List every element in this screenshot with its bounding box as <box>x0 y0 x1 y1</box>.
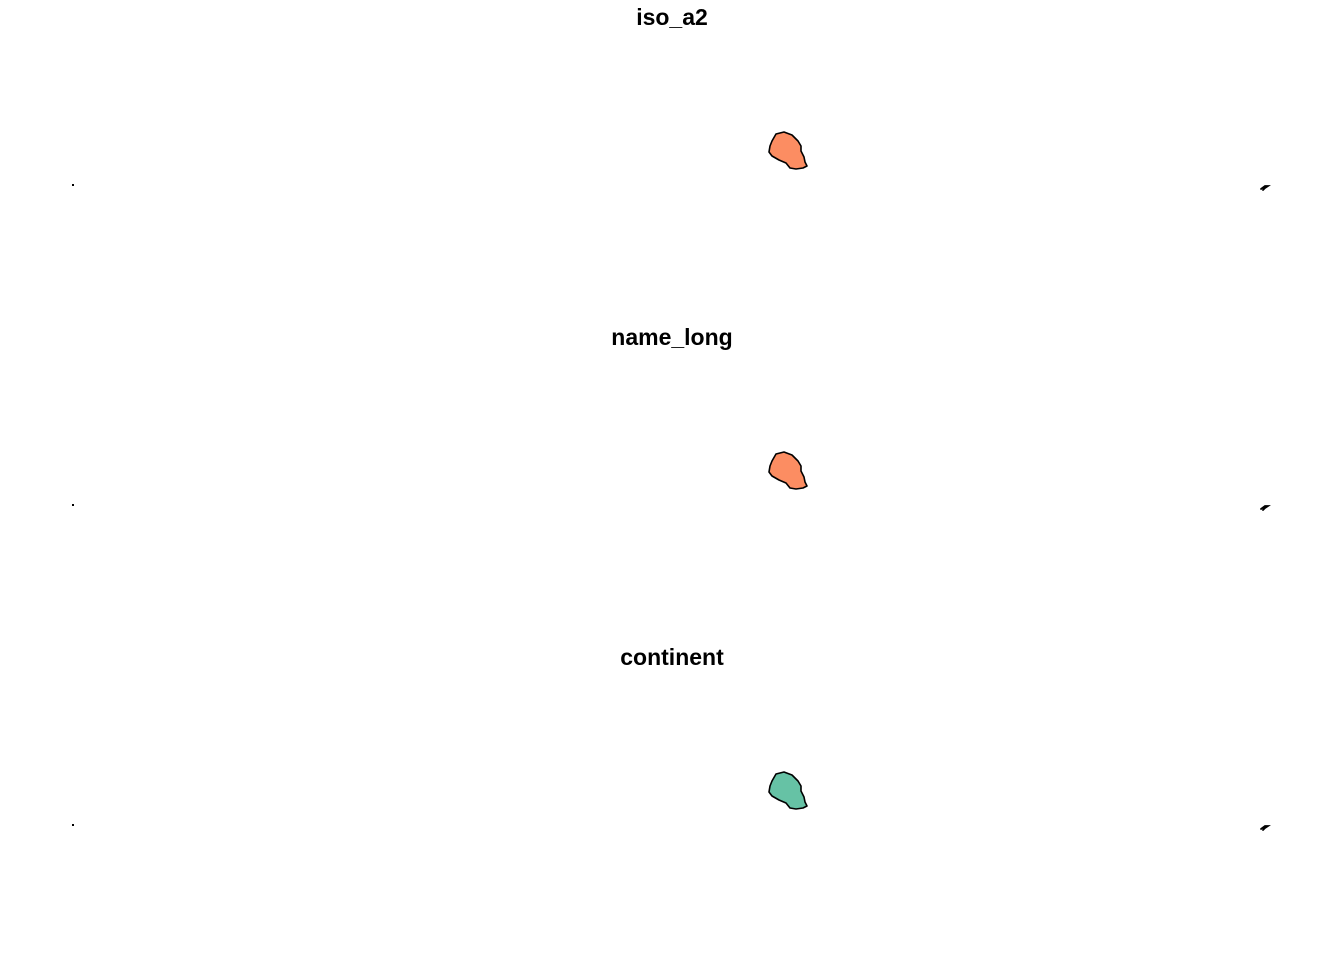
country-polygon <box>768 451 808 490</box>
map-canvas <box>72 451 1271 511</box>
small-island-marker <box>72 824 74 826</box>
small-island-marker <box>72 504 74 506</box>
map-canvas <box>72 131 1271 191</box>
panel-title: iso_a2 <box>636 4 708 30</box>
map-panel-iso-a2: iso_a2 <box>0 0 1344 320</box>
country-polygon <box>768 131 808 170</box>
small-island-marker <box>1260 825 1271 831</box>
panel-title: continent <box>620 644 724 670</box>
country-polygon <box>768 771 808 810</box>
small-island-marker <box>1260 505 1271 511</box>
map-panel-name-long: name_long <box>0 320 1344 640</box>
map-canvas <box>72 771 1271 831</box>
map-panel-continent: continent <box>0 640 1344 960</box>
small-island-marker <box>1260 185 1271 191</box>
panel-title: name_long <box>611 324 733 350</box>
small-island-marker <box>72 184 74 186</box>
